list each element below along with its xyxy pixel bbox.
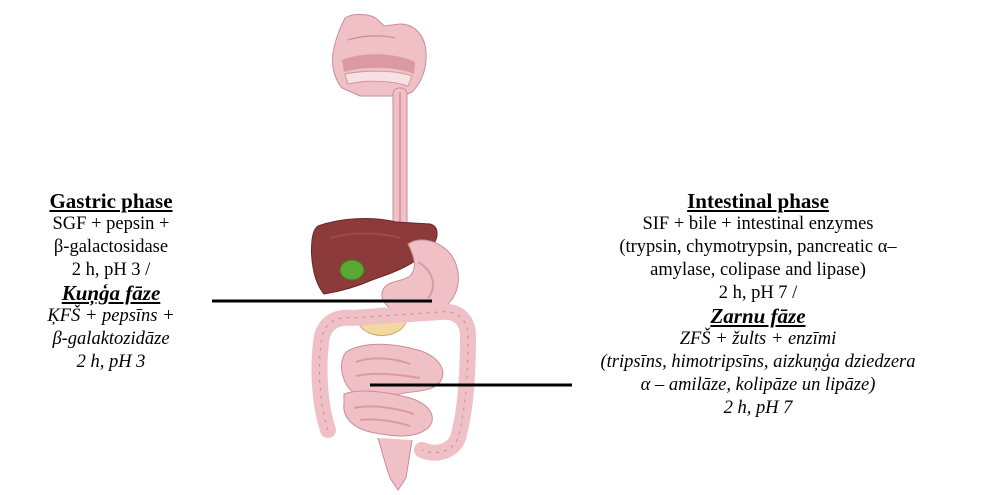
intestinal-line-1: SIF + bile + intestinal enzymes bbox=[520, 213, 989, 236]
intestinal-line-6: (tripsīns, himotripsīns, aizkuņģa dziedz… bbox=[520, 351, 989, 374]
rectum bbox=[378, 438, 412, 490]
small-intestine bbox=[342, 344, 443, 436]
gastric-heading-lv: Kuņģa fāze bbox=[0, 282, 222, 305]
intestinal-heading-en: Intestinal phase bbox=[520, 190, 989, 213]
gastric-line-5: β-galaktozidāze bbox=[0, 328, 222, 351]
gastric-heading-en: Gastric phase bbox=[0, 190, 222, 213]
gallbladder bbox=[340, 260, 364, 280]
gastric-line-2: β-galactosidase bbox=[0, 236, 222, 259]
gastric-line-4: ĶFŠ + pepsīns + bbox=[0, 305, 222, 328]
intestinal-phase-panel: Intestinal phase SIF + bile + intestinal… bbox=[520, 190, 989, 420]
intestinal-line-8: 2 h, pH 7 bbox=[520, 397, 989, 420]
intestinal-line-5: ZFŠ + žults + enzīmi bbox=[520, 328, 989, 351]
gastric-phase-panel: Gastric phase SGF + pepsin + β-galactosi… bbox=[0, 190, 222, 374]
intestinal-line-2: (trypsin, chymotrypsin, pancreatic α– bbox=[520, 236, 989, 259]
gastric-line-3: 2 h, pH 3 / bbox=[0, 259, 222, 282]
intestinal-line-3: amylase, colipase and lipase) bbox=[520, 259, 989, 282]
intestinal-line-4: 2 h, pH 7 / bbox=[520, 282, 989, 305]
intestinal-heading-lv: Zarnu fāze bbox=[520, 305, 989, 328]
gastric-line-6: 2 h, pH 3 bbox=[0, 351, 222, 374]
gastric-line-1: SGF + pepsin + bbox=[0, 213, 222, 236]
head-oral-cavity bbox=[333, 14, 427, 96]
intestinal-line-7: α – amilāze, kolipāze un lipāze) bbox=[520, 374, 989, 397]
